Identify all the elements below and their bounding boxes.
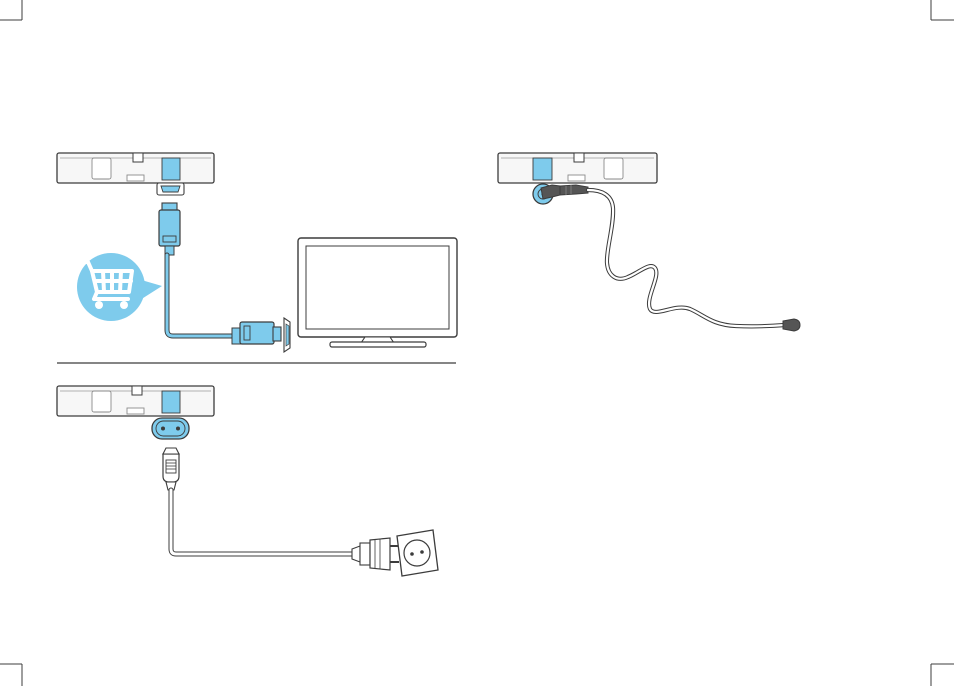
antenna-connection-panel xyxy=(498,153,800,331)
hdmi-cable-icon xyxy=(159,203,281,344)
power-cable-icon xyxy=(163,448,399,570)
fm-antenna-cable-icon xyxy=(541,185,800,331)
crop-mark-bottom-left xyxy=(0,664,22,686)
crop-mark-top-right xyxy=(931,0,954,20)
power-socket-icon xyxy=(152,418,189,439)
soundbar-icon xyxy=(57,153,214,183)
wall-outlet-icon xyxy=(397,530,438,576)
crop-mark-bottom-right xyxy=(931,664,954,686)
crop-mark-top-left xyxy=(0,0,22,20)
shopping-cart-icon xyxy=(77,253,162,321)
soundbar-icon xyxy=(57,386,214,416)
tv-hdmi-port-icon xyxy=(284,318,290,352)
soundbar-icon xyxy=(498,153,657,183)
hdmi-port-icon xyxy=(157,183,184,195)
tv-icon xyxy=(298,238,457,347)
power-connection-panel xyxy=(57,386,438,576)
hdmi-connection-panel xyxy=(57,153,457,352)
